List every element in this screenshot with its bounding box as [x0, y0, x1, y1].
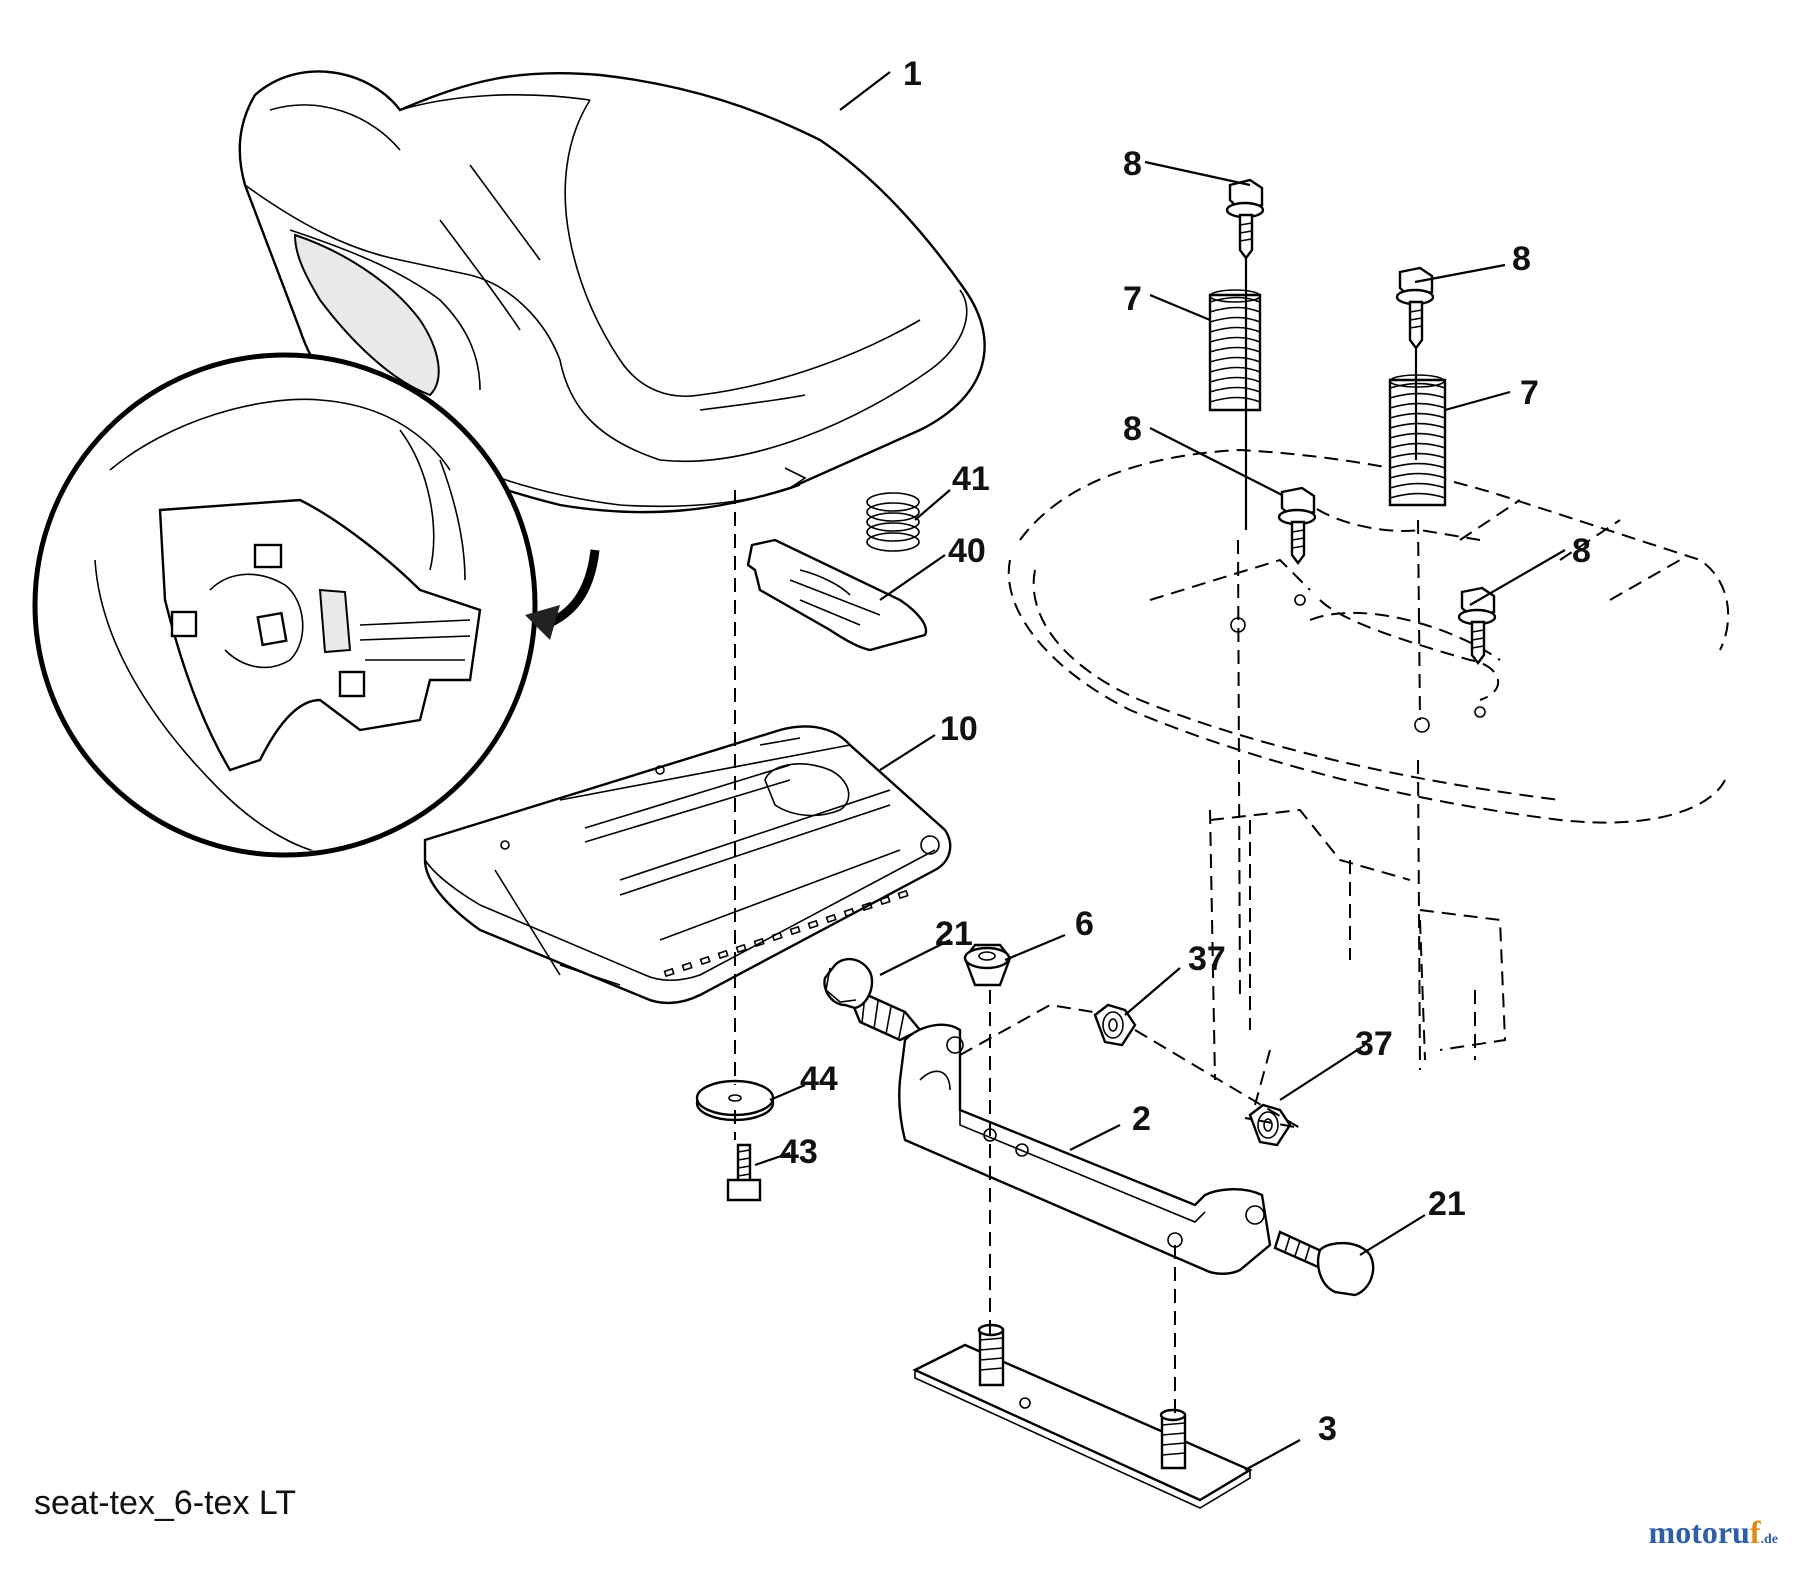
nut-37-lower-part — [1248, 1103, 1292, 1147]
callout-44: 44 — [800, 1060, 838, 1098]
callout-21-a: 21 — [935, 915, 973, 953]
bolt-8-c-part — [1277, 486, 1317, 565]
callout-41: 41 — [952, 460, 990, 498]
callout-2: 2 — [1132, 1100, 1151, 1138]
callout-21-b: 21 — [1428, 1185, 1466, 1223]
bolt-8-d-part — [1457, 586, 1497, 665]
callout-1: 1 — [903, 55, 922, 93]
callout-37-b: 37 — [1355, 1025, 1393, 1063]
watermark-main: motoru — [1648, 1514, 1750, 1550]
washer-44-part — [695, 1079, 775, 1122]
callout-7-b: 7 — [1520, 374, 1539, 412]
alignment-lines — [734, 258, 1486, 1415]
callout-6: 6 — [1075, 905, 1094, 943]
callout-10: 10 — [940, 710, 978, 748]
callout-3: 3 — [1318, 1410, 1337, 1448]
spring-7-a-part — [1208, 289, 1262, 412]
watermark-accent: f — [1749, 1514, 1761, 1550]
watermark-logo: motoruf.de — [1649, 1514, 1778, 1551]
callout-7-a: 7 — [1123, 280, 1142, 318]
callout-8-b: 8 — [1512, 240, 1531, 278]
latch-clip-part — [746, 538, 928, 652]
callout-numbers: 1 8 7 8 8 7 8 41 40 10 21 6 37 37 44 43 … — [780, 55, 1591, 1448]
diagram-caption: seat-tex_6-tex LT — [34, 1484, 297, 1522]
leader-lines — [754, 71, 1566, 1471]
bolt-21-right-part — [1273, 1230, 1375, 1297]
callout-8-a: 8 — [1123, 145, 1142, 183]
bolt-21-left-part — [823, 957, 922, 1042]
bolt-43-part — [726, 1143, 762, 1202]
callout-43: 43 — [780, 1133, 818, 1171]
plate-part — [912, 1323, 1253, 1509]
callout-8-c: 8 — [1123, 410, 1142, 448]
small-spring-part — [866, 492, 920, 552]
bolt-8-b-part — [1395, 266, 1435, 350]
seat-pan-slots — [663, 889, 909, 978]
callout-8-d: 8 — [1572, 532, 1591, 570]
callout-37-a: 37 — [1188, 940, 1226, 978]
detail-inset — [32, 352, 600, 858]
bracket-part — [898, 1023, 1272, 1275]
seat-pan-part — [423, 725, 952, 1005]
spring-7-b-part — [1388, 374, 1447, 507]
bolt-8-a-part — [1225, 178, 1265, 260]
fender-outline — [1007, 448, 1730, 1081]
callout-40: 40 — [948, 532, 986, 570]
watermark-suffix: .de — [1760, 1532, 1779, 1547]
